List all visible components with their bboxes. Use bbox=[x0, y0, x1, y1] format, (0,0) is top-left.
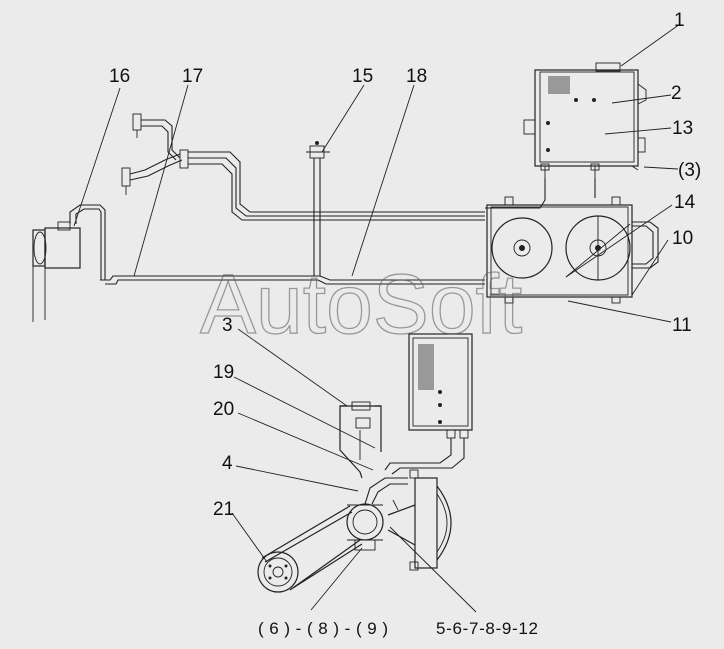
callout-6-8-9: (6)-(8)-(9) bbox=[258, 619, 388, 638]
condenser-fan-unit bbox=[486, 196, 659, 304]
callout-19: 19 bbox=[213, 362, 234, 383]
callout-3: 3 bbox=[222, 315, 233, 336]
callout-5-12: 5-6-7-8-9-12 bbox=[436, 619, 538, 638]
evaporator-housing bbox=[523, 62, 647, 178]
receiver-drier bbox=[384, 333, 473, 475]
callout-21: 21 bbox=[213, 499, 234, 520]
engine-compressor-assembly bbox=[257, 469, 452, 593]
callout-10: 10 bbox=[672, 228, 693, 249]
callout-18: 18 bbox=[406, 66, 427, 87]
callout-11: 11 bbox=[672, 315, 692, 336]
callout-17: 17 bbox=[182, 66, 203, 87]
refrigerant-hoses bbox=[100, 141, 596, 285]
callout-13: 13 bbox=[672, 118, 693, 139]
callout-16: 16 bbox=[109, 66, 130, 87]
leader-lines bbox=[73, 23, 681, 613]
mounting-bracket bbox=[339, 401, 382, 479]
callout-14: 14 bbox=[674, 192, 696, 213]
watermark-text: AutoSoft bbox=[200, 257, 522, 351]
compressor-left bbox=[32, 204, 106, 322]
callout-15: 15 bbox=[352, 66, 373, 87]
callout-2: 2 bbox=[671, 83, 682, 104]
callout-4: 4 bbox=[222, 453, 233, 474]
callout-3-paren: (3) bbox=[678, 160, 701, 181]
callout-1: 1 bbox=[674, 10, 685, 31]
callout-20: 20 bbox=[213, 399, 234, 420]
expansion-valves bbox=[121, 113, 189, 195]
